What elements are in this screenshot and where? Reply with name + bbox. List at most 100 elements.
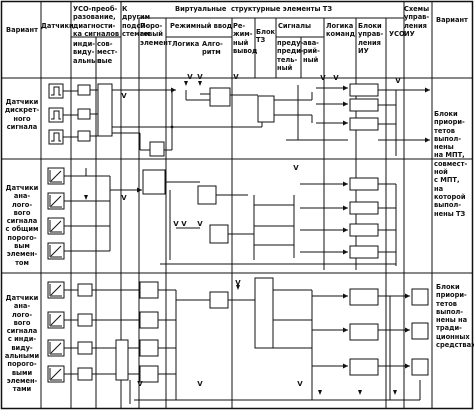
signal-mark: V: [320, 74, 326, 82]
block: [139, 281, 159, 299]
joint-uso: [115, 339, 129, 381]
ramp-icon: [50, 245, 62, 257]
block: [349, 83, 379, 97]
arrow-down: [236, 285, 240, 290]
arrow-head: [343, 101, 348, 107]
discrete-sensor: [48, 129, 64, 145]
result-traditional: Блоки приори- тетов выпол- нены на тради…: [436, 282, 474, 350]
block-tz: [257, 95, 275, 123]
block: [77, 84, 91, 96]
signal-mark: V: [293, 164, 299, 172]
header-uso2: УСО: [389, 29, 405, 38]
arrow-head: [343, 205, 348, 211]
ramp-icon: [50, 314, 62, 326]
arrow-down: [318, 390, 322, 395]
block: [77, 130, 91, 142]
arrow-head: [343, 249, 348, 255]
block: [349, 201, 379, 215]
header-mode-input: Режимный ввод: [170, 21, 233, 30]
signal-mark: V: [235, 279, 241, 287]
pulse-icon: [51, 110, 61, 120]
ramp-icon: [50, 195, 62, 207]
pulse-icon: [51, 86, 61, 96]
signal-mark: V: [297, 380, 303, 388]
signal-mark: V: [181, 220, 187, 228]
block: [77, 283, 93, 297]
arrow-head: [343, 120, 348, 126]
signal-mark: V: [137, 380, 143, 388]
junction-dot: [170, 125, 174, 129]
header-cmd-logic: Логика команд: [326, 21, 355, 39]
signal-mark: V: [395, 77, 401, 85]
block: [149, 141, 165, 157]
arrow-head: [343, 327, 348, 333]
row-label-analog-common: Датчики ана- лого- вого сигнала с общим …: [5, 183, 39, 267]
header-sensors: Датчики: [41, 21, 74, 30]
signal-mark: V: [173, 220, 179, 228]
block: [349, 358, 379, 376]
block: [411, 358, 429, 376]
arrow-head: [343, 85, 348, 91]
header-logic: Логика: [172, 39, 200, 48]
algorithm-block: [209, 224, 229, 244]
row-label-analog-individual: Датчики ана- лого- вого сигнала с инди- …: [4, 293, 40, 394]
logic-block: [209, 87, 231, 107]
header-uso-individual: инди- виду- альные: [73, 39, 102, 65]
result-mpt: Блоки приори- тетов выпол- нены на МПТ, …: [434, 109, 468, 218]
header-uso: УСО-преоб- разование, диагности- ка сигн…: [73, 4, 120, 38]
arrow-head: [405, 363, 410, 369]
arrow-head: [137, 187, 142, 193]
ramp-icon: [50, 170, 62, 182]
block: [349, 117, 379, 131]
header-uso-joint: сов- мест- ные: [97, 39, 118, 65]
logic-block: [209, 291, 229, 309]
ramp-icon: [50, 220, 62, 232]
arrow-head: [343, 181, 348, 187]
block: [349, 223, 379, 237]
arrow-down: [358, 390, 362, 395]
arrow-head: [343, 227, 348, 233]
signal-mark: V: [333, 74, 339, 82]
block: [349, 98, 379, 112]
header-virtual-title: Виртуальные структурные элементы ТЗ: [175, 4, 333, 13]
block: [77, 341, 93, 355]
arrow-head: [405, 327, 410, 333]
block: [349, 177, 379, 191]
block: [411, 288, 429, 306]
arrow-head: [343, 293, 348, 299]
arrow-down: [184, 81, 188, 86]
header-emergency: ава- рий- ный: [303, 38, 320, 64]
arrow-down: [198, 81, 202, 86]
block: [349, 323, 379, 341]
signal-mark: V: [121, 92, 127, 100]
threshold-block: [142, 169, 166, 195]
ramp-icon: [50, 368, 62, 380]
block: [139, 311, 159, 329]
header-signals: Сигналы: [278, 21, 311, 30]
block: [349, 245, 379, 259]
arrow-down: [84, 195, 88, 200]
header-variant: Вариант: [6, 25, 38, 34]
arrow-head: [343, 363, 348, 369]
block: [139, 339, 159, 357]
block: [77, 313, 93, 327]
ramp-icon: [50, 284, 62, 296]
signal-mark: V: [197, 220, 203, 228]
header-block-control: Блоки управ- ления ИУ: [358, 21, 384, 55]
header-threshold: Поро- говый элемент: [140, 21, 172, 47]
header-to-other: К другим подси- стемам: [122, 4, 151, 38]
discrete-sensor: [48, 107, 64, 123]
block: [349, 288, 379, 306]
header-algorithm: Алго- ритм: [202, 39, 223, 57]
header-variant-right: Вариант: [436, 15, 468, 24]
ramp-icon: [50, 342, 62, 354]
arrow-head: [405, 293, 410, 299]
arrow-down: [393, 390, 397, 395]
block: [77, 367, 93, 381]
block-tz: [254, 277, 274, 349]
block: [411, 322, 429, 340]
discrete-sensor: [48, 83, 64, 99]
logic-block: [197, 185, 217, 205]
signal-mark: V: [233, 73, 239, 81]
